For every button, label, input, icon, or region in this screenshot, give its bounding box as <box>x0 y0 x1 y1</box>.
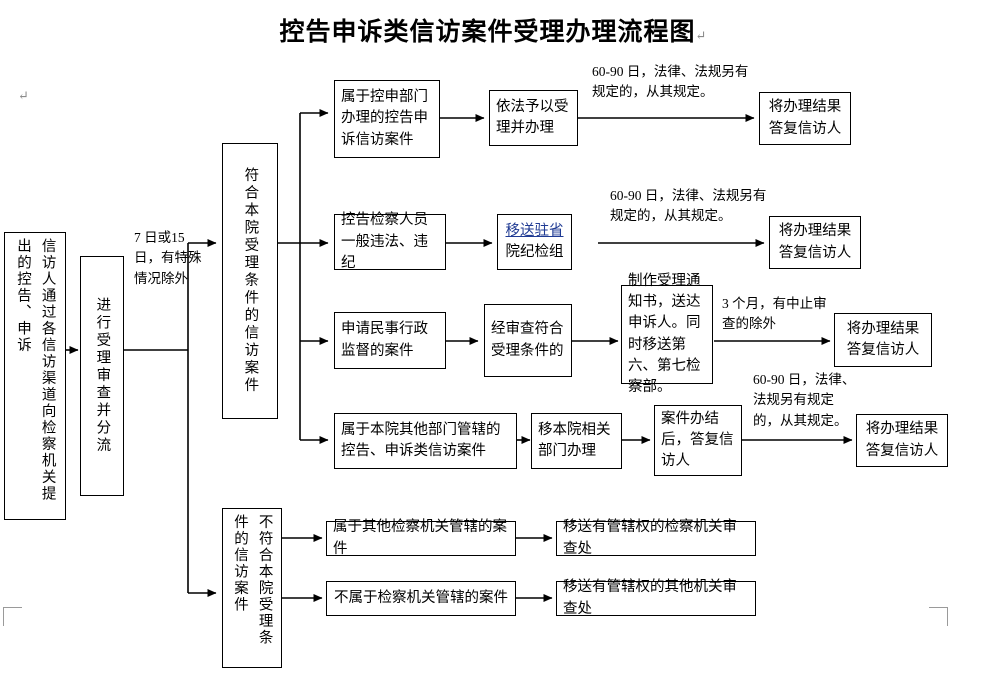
node-branch4-action: 移本院相关部门办理 <box>531 413 622 469</box>
node-ineligible: 不符合本院受理条件的信访案件 <box>222 508 282 668</box>
node-branch2-result: 将办理结果答复信访人 <box>769 216 861 269</box>
node-branch4-result: 将办理结果答复信访人 <box>856 414 948 467</box>
node-branch5-case: 属于其他检察机关管辖的案件 <box>326 519 516 557</box>
edge-label-branch4-duration: 60-90 日，法律、法规另有规定的，从其规定。 <box>753 372 856 428</box>
node-eligible: 符合本院受理条件的信访案件 <box>222 143 278 419</box>
node-branch4-status: 案件办结后，答复信访人 <box>654 405 742 476</box>
node-branch2-action: 移送驻省院纪检组 <box>497 214 572 270</box>
edge-label-branch2-duration: 60-90 日，法律、法规另有规定的，从其规定。 <box>610 188 767 224</box>
node-branch6-case: 不属于检察机关管辖的案件 <box>326 581 516 616</box>
node-branch6-action: 移送有管辖权的其他机关审查处 <box>556 579 756 617</box>
edge-label-branch1-duration: 60-90 日，法律、法规另有规定的，从其规定。 <box>592 64 749 100</box>
pilcrow-mark: ↵ <box>695 28 707 43</box>
node-branch3-case: 申请民事行政监督的案件 <box>334 312 446 369</box>
node-review: 进行受理审查并分流 <box>80 256 124 496</box>
page-corner-mark-bottom-left <box>3 607 22 626</box>
node-branch1-action: 依法予以受理并办理 <box>489 90 578 146</box>
node-branch5-action: 移送有管辖权的检察机关审查处 <box>556 519 756 557</box>
page-corner-mark-bottom-right <box>929 607 948 626</box>
node-branch2-action-rest: 院纪检组 <box>505 244 564 260</box>
node-branch1-result: 将办理结果答复信访人 <box>759 92 851 145</box>
node-branch3-result: 将办理结果答复信访人 <box>834 313 932 367</box>
page-title-text: 控告申诉类信访案件受理办理流程图 <box>279 19 696 46</box>
node-intake: 信访人通过各信访渠道向检察机关提出的控告、申诉 <box>4 232 66 520</box>
node-branch4-case: 属于本院其他部门管辖的控告、申诉类信访案件 <box>334 413 517 469</box>
node-branch3-action: 制作受理通知书，送达申诉人。同时移送第六、第七检察部。 <box>621 273 713 395</box>
edge-label-intake-duration: 7 日或15 日，有特殊情况除外 <box>134 230 202 286</box>
node-branch3-check: 经审查符合受理条件的 <box>484 304 572 377</box>
link-transfer-provincial[interactable]: 移送驻省 <box>505 222 564 239</box>
node-branch2-case: 控告检察人员一般违法、违纪 <box>334 212 446 271</box>
edge-label-branch3-duration: 3 个月，有中止审查的除外 <box>722 296 827 332</box>
page-title: 控告申诉类信访案件受理办理流程图↵ <box>0 12 986 48</box>
stray-pilcrow-mark: ↵ <box>18 88 29 103</box>
node-branch1-case: 属于控申部门办理的控告申诉信访案件 <box>334 80 440 158</box>
